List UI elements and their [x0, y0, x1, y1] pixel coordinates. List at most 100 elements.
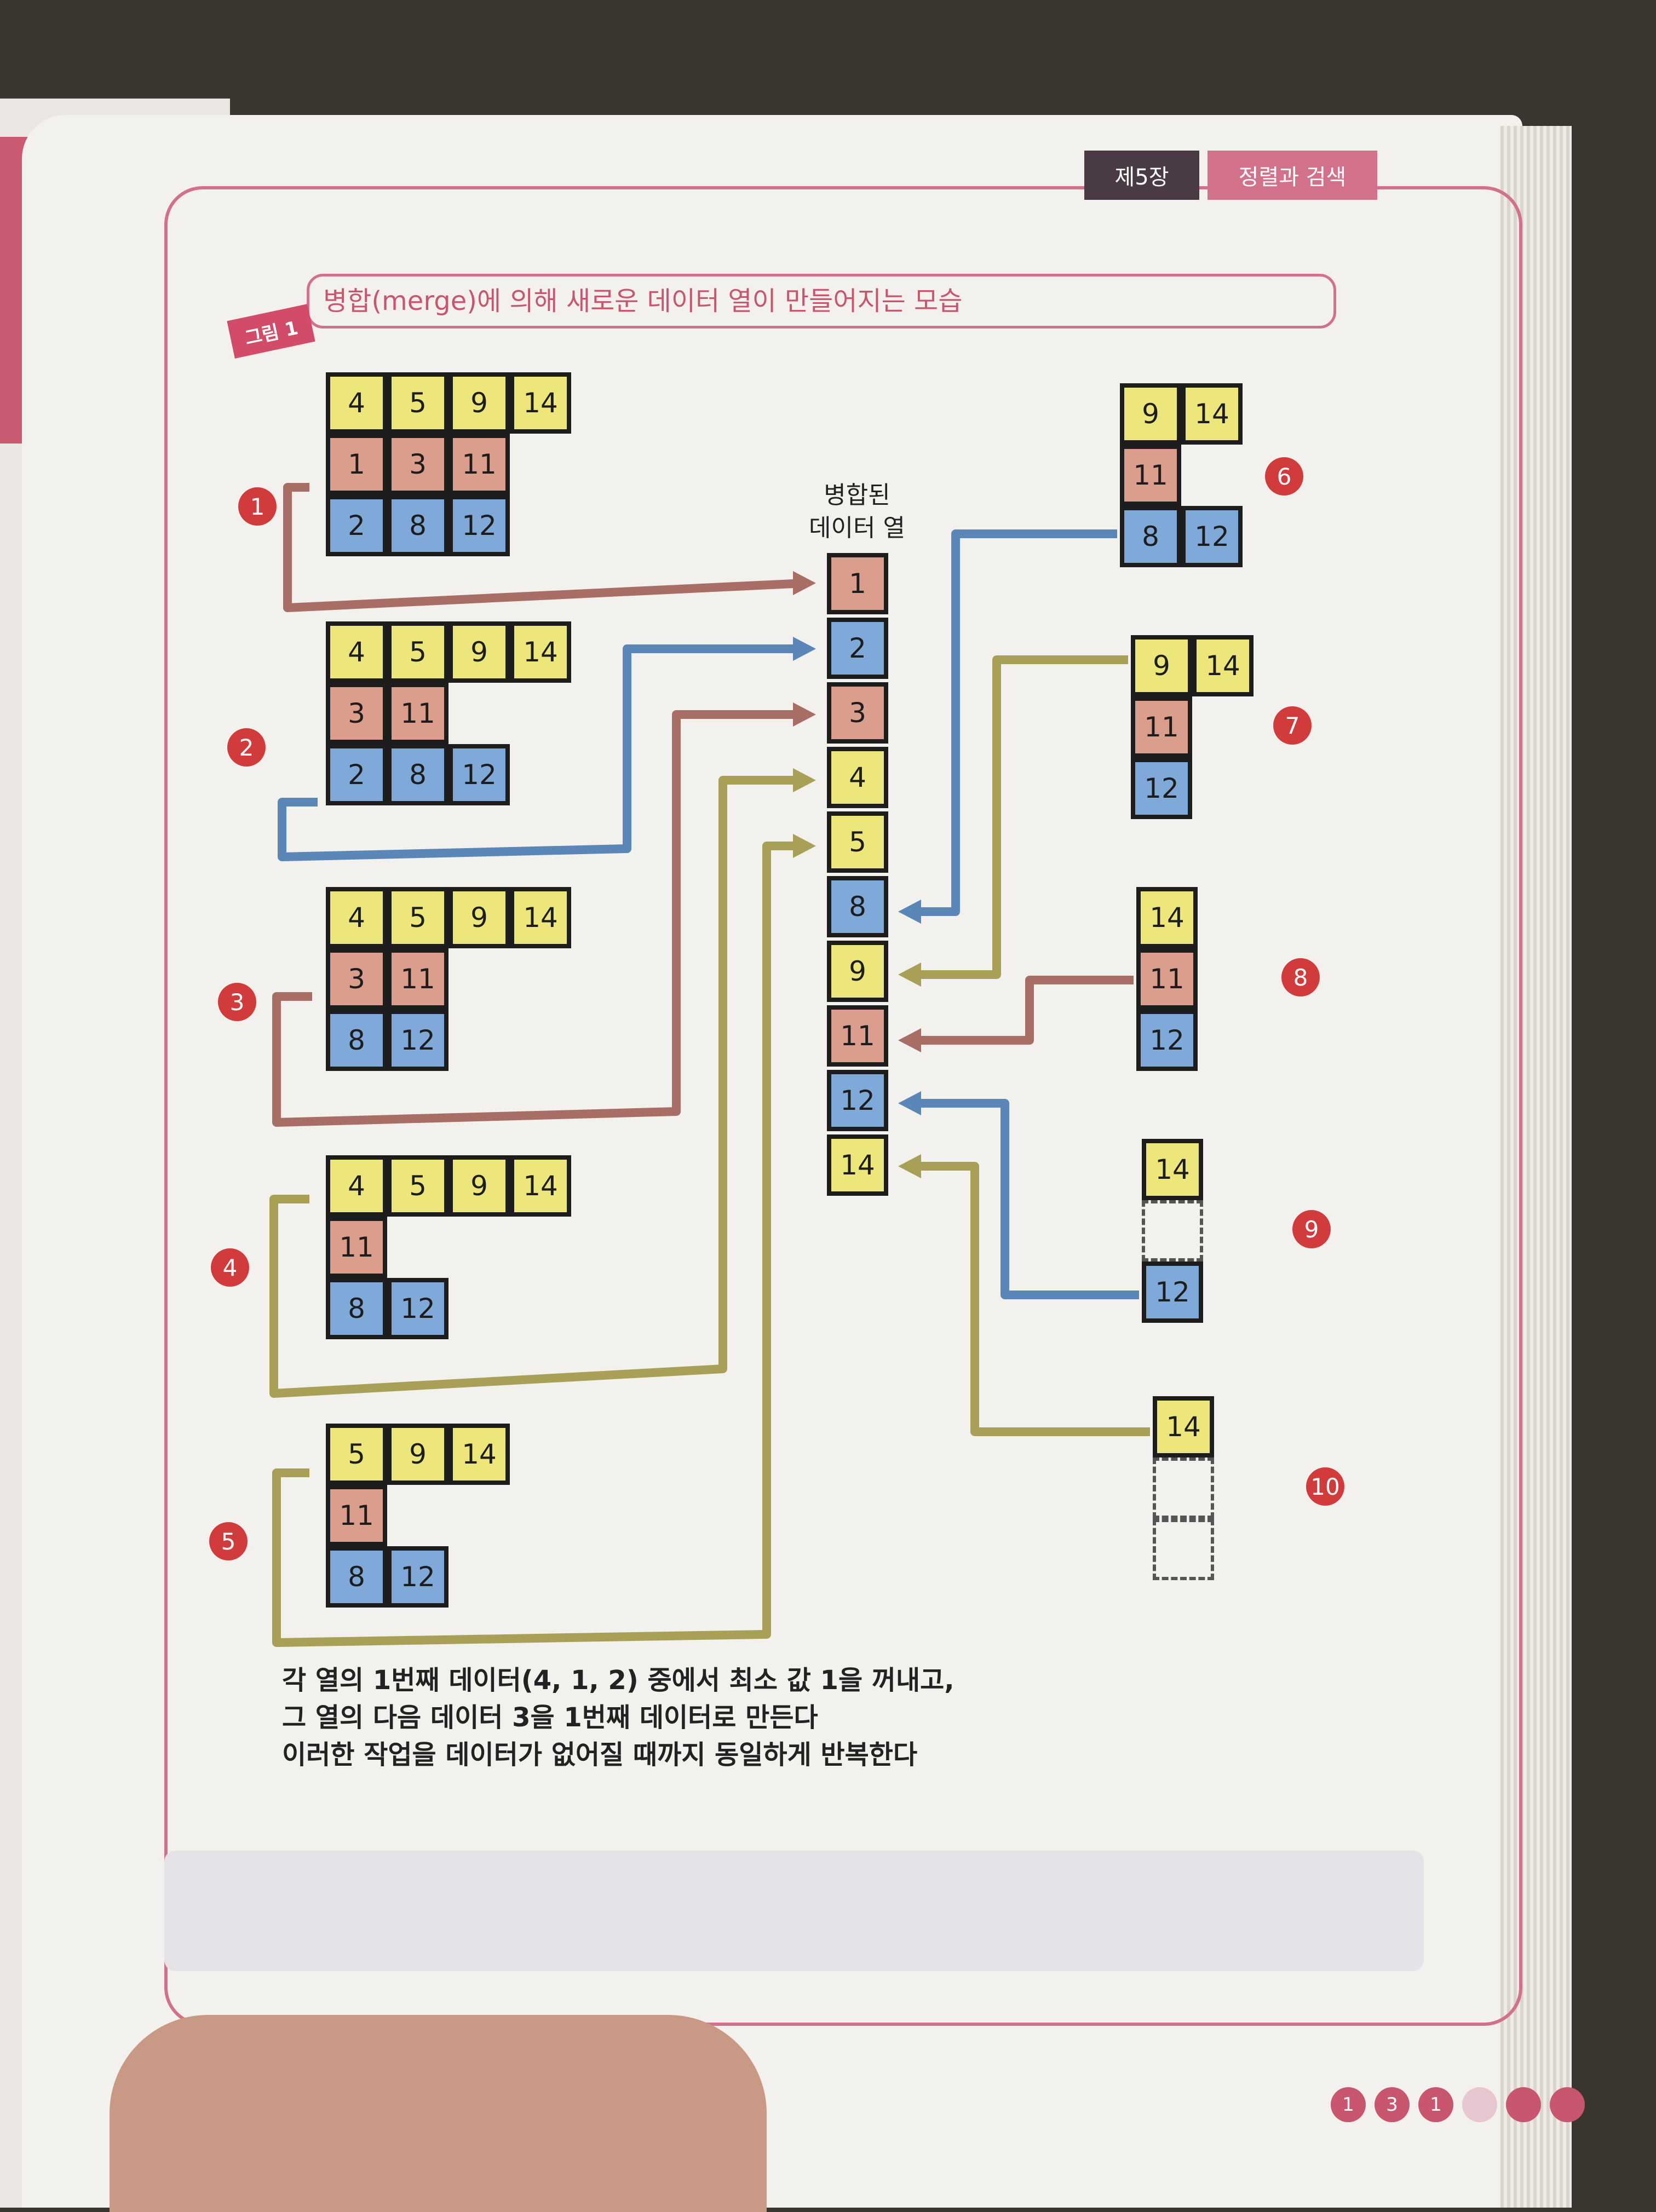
page-marker-4 [1462, 2087, 1497, 2122]
step-badge-6: 6 [1265, 457, 1303, 496]
step-badge-4: 4 [211, 1248, 249, 1287]
step4-cell-r1-c4: 14 [510, 1155, 571, 1217]
step2-cell-r3-c2: 8 [387, 744, 449, 805]
arrow-from-6 [909, 529, 1117, 916]
step-badge-1: 1 [238, 487, 277, 526]
merged-column-label: 병합된 데이터 열 [802, 479, 912, 545]
arrow-from-8-head [898, 1028, 921, 1052]
arrow-from-6-head [898, 900, 921, 924]
arrow-from-7 [909, 655, 1128, 979]
merged-label-line-1: 병합된 [824, 481, 890, 509]
step10-empty-r3 [1153, 1519, 1214, 1580]
step5-cell-r3-c2: 12 [387, 1546, 449, 1608]
content-frame [164, 186, 1522, 2026]
chapter-number: 제5장 [1084, 151, 1199, 200]
step-badge-9: 9 [1292, 1210, 1331, 1248]
arrow-from-9 [909, 1099, 1139, 1299]
step1-cell-r3-c3: 12 [449, 495, 510, 556]
arrow-from-10-head [898, 1154, 921, 1178]
page-marker-3: 1 [1418, 2087, 1453, 2122]
step4-cell-r2-c1: 11 [326, 1217, 387, 1278]
step6-cell-r3-c1: 8 [1120, 506, 1181, 567]
step-badge-5: 5 [209, 1522, 248, 1560]
step5-cell-r2-c1: 11 [326, 1485, 387, 1546]
step7-cell-r1-c1: 9 [1131, 635, 1192, 696]
arrow-to-3-head [793, 702, 816, 727]
arrow-from-10 [909, 1162, 1150, 1436]
step5-cell-r1-c2: 9 [387, 1424, 449, 1485]
arrow-to-4 [269, 776, 805, 1398]
step2-cell-r3-c1: 2 [326, 744, 387, 805]
merged-cell-5: 5 [827, 811, 888, 873]
step-badge-10: 10 [1306, 1467, 1344, 1506]
step4-cell-r3-c1: 8 [326, 1278, 387, 1339]
step2-cell-r1-c2: 5 [387, 621, 449, 683]
step1-cell-r2-c3: 11 [449, 434, 510, 495]
step-badge-8: 8 [1281, 958, 1320, 996]
page-marker-2: 3 [1375, 2087, 1410, 2122]
arrow-from-7-head [898, 963, 921, 987]
merged-cell-10: 14 [827, 1134, 888, 1196]
step9-empty-r2 [1142, 1200, 1203, 1261]
step-badge-2: 2 [227, 728, 266, 767]
step3-cell-r1-c3: 9 [449, 887, 510, 948]
step8-cell-r2-c1: 11 [1136, 948, 1198, 1010]
page-edge [1500, 126, 1572, 2208]
arrow-to-2-head [793, 637, 816, 661]
step7-cell-r2-c1: 11 [1131, 696, 1192, 758]
arrow-from-9-head [898, 1091, 921, 1115]
step8-cell-r3-c1: 12 [1136, 1010, 1198, 1071]
step10-empty-r2 [1153, 1458, 1214, 1519]
arrow-to-2 [278, 644, 805, 861]
step2-cell-r3-c3: 12 [449, 744, 510, 805]
step4-cell-r3-c2: 12 [387, 1278, 449, 1339]
merged-label-line-2: 데이터 열 [809, 514, 905, 542]
step7-cell-r3-c1: 12 [1131, 758, 1192, 819]
step1-cell-r2-c2: 3 [387, 434, 449, 495]
step6-cell-r1-c2: 14 [1181, 383, 1243, 445]
figure-note: 각 열의 1번째 데이터(4, 1, 2) 중에서 최소 값 1을 꺼내고, 그… [282, 1662, 955, 1773]
step4-cell-r1-c2: 5 [387, 1155, 449, 1217]
page-marker-1: 1 [1331, 2087, 1366, 2122]
merged-cell-7: 9 [827, 941, 888, 1002]
step1-cell-r1-c3: 9 [449, 372, 510, 434]
step1-cell-r2-c1: 1 [326, 434, 387, 495]
figure-caption: 병합(merge)에 의해 새로운 데이터 열이 만들어지는 모습 [323, 286, 963, 316]
arrow-to-5-head [793, 834, 816, 858]
note-line-3: 이러한 작업을 데이터가 없어질 때까지 동일하게 반복한다 [282, 1739, 918, 1770]
page-marker-6 [1550, 2087, 1585, 2122]
arrow-to-5 [272, 842, 805, 1647]
arrow-to-3 [272, 710, 805, 1127]
step2-cell-r1-c3: 9 [449, 621, 510, 683]
chapter-title: 정렬과 검색 [1208, 151, 1377, 200]
step1-cell-r1-c1: 4 [326, 372, 387, 434]
step3-cell-r3-c2: 12 [387, 1010, 449, 1071]
step6-cell-r1-c1: 9 [1120, 383, 1181, 445]
step5-cell-r1-c3: 14 [449, 1424, 510, 1485]
step3-cell-r1-c2: 5 [387, 887, 449, 948]
arrow-to-1-head [793, 571, 816, 595]
step6-cell-r3-c2: 12 [1181, 506, 1243, 567]
note-line-1: 각 열의 1번째 데이터(4, 1, 2) 중에서 최소 값 1을 꺼내고, [282, 1665, 955, 1696]
thumb [110, 2015, 767, 2212]
arrow-to-1 [283, 483, 806, 612]
step2-cell-r1-c1: 4 [326, 621, 387, 683]
arrow-from-8 [909, 976, 1134, 1045]
step5-cell-r3-c1: 8 [326, 1546, 387, 1608]
page-marker-5 [1506, 2087, 1541, 2122]
step9-cell-r3-c1: 12 [1142, 1261, 1203, 1323]
merged-cell-4: 4 [827, 747, 888, 808]
merged-cell-2: 2 [827, 618, 888, 679]
step4-cell-r1-c1: 4 [326, 1155, 387, 1217]
step2-cell-r1-c4: 14 [510, 621, 571, 683]
step3-cell-r2-c1: 3 [326, 948, 387, 1010]
merged-cell-9: 12 [827, 1070, 888, 1131]
step1-cell-r1-c4: 14 [510, 372, 571, 434]
step3-cell-r1-c1: 4 [326, 887, 387, 948]
arrow-to-4-head [793, 768, 816, 792]
note-line-2: 그 열의 다음 데이터 3을 1번째 데이터로 만든다 [282, 1702, 818, 1733]
step1-cell-r3-c2: 8 [387, 495, 449, 556]
merged-cell-1: 1 [827, 553, 888, 614]
step5-cell-r1-c1: 5 [326, 1424, 387, 1485]
